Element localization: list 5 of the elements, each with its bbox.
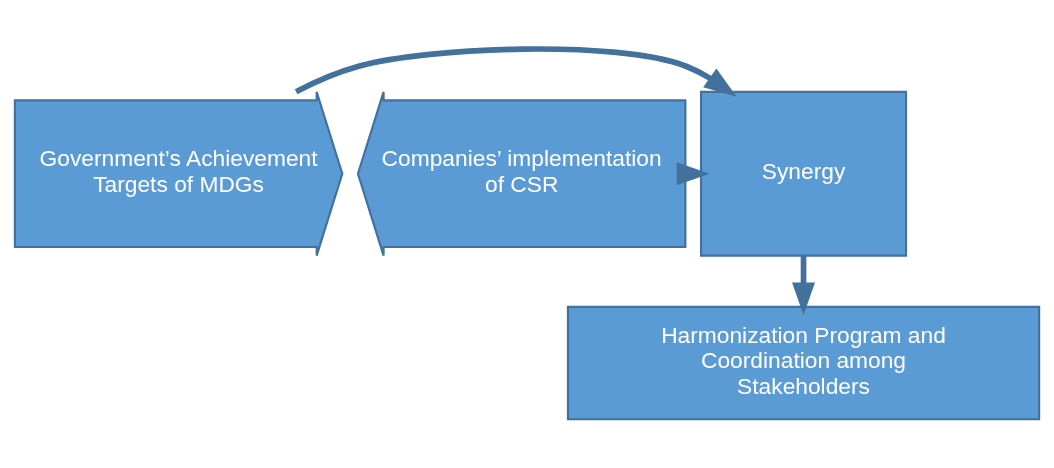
node-box: Synergy bbox=[699, 90, 908, 257]
arrow bbox=[792, 255, 815, 316]
arrow bbox=[294, 46, 737, 97]
node-box: Harmonization Program and Coordination among Stakeholders bbox=[566, 305, 1041, 421]
arrow bbox=[676, 162, 710, 186]
